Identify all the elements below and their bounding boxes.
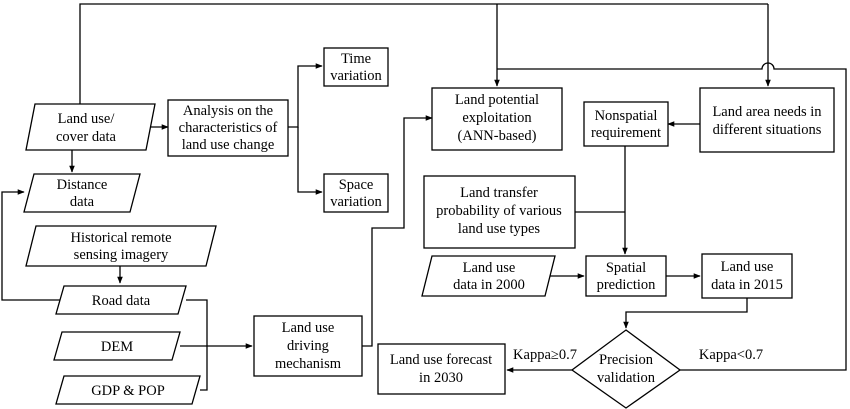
label-kappa-fail: Kappa<0.7 [699, 347, 763, 363]
node-transfer-probability: Land transfer probability of various lan… [423, 175, 576, 249]
edge-2015-to-validation [623, 298, 748, 329]
node-space-variation: Space variation [323, 173, 389, 213]
node-transfer-probability-line-1: Land transfer [460, 185, 538, 201]
node-driving-mechanism: Land use driving mechanism [253, 315, 363, 377]
node-nonspatial-requirement-line-1: Nonspatial [595, 108, 658, 124]
node-driving-mechanism-line-3: mechanism [275, 356, 342, 372]
node-forecast-2030: Land use forecast in 2030 [377, 343, 506, 395]
node-transfer-probability-line-2: probability of various [436, 203, 562, 219]
node-time-variation: Time variation [323, 47, 389, 87]
node-nonspatial-requirement-line-2: requirement [591, 125, 661, 141]
node-gdp-pop: GDP & POP [55, 375, 201, 405]
node-time-variation-line-2: variation [330, 68, 382, 84]
node-land-area-needs-line-2: different situations [713, 122, 822, 138]
node-spatial-prediction-line-2: prediction [597, 277, 657, 293]
node-analysis-line-3: land use change [182, 137, 275, 153]
node-historical-remote-sensing-line-2: sensing imagery [74, 247, 169, 263]
node-data-2000-line-2: data in 2000 [453, 277, 525, 293]
edge-driving-to-potential [362, 115, 433, 347]
node-potential-exploitation-line-1: Land potential [455, 92, 539, 108]
node-dem: DEM [53, 331, 181, 361]
node-land-area-needs-line-1: Land area needs in [712, 104, 822, 120]
node-road-data-line-1: Road data [92, 293, 151, 309]
node-analysis-line-2: characteristics of [179, 120, 278, 136]
edges [1, 3, 847, 391]
node-land-area-needs: Land area needs in different situations [699, 87, 835, 153]
node-data-2000-line-1: Land use [463, 260, 516, 276]
node-data-2015-line-1: Land use [721, 259, 774, 275]
edge-road-gdp-bracket [186, 299, 208, 391]
node-spatial-prediction: Spatial prediction [585, 255, 667, 297]
node-nonspatial-requirement: Nonspatial requirement [583, 101, 669, 147]
node-dem-line-1: DEM [101, 339, 133, 355]
edge-analysis-to-time [288, 63, 323, 128]
label-kappa-pass: Kappa≥0.7 [513, 347, 577, 363]
node-land-use-cover-data: Land use/ cover data [25, 103, 156, 151]
node-precision-validation-line-1: Precision [599, 352, 654, 368]
node-analysis-line-1: Analysis on the [183, 103, 273, 119]
node-land-use-cover-data-line-1: Land use/ [58, 111, 116, 127]
node-precision-validation: Precision validation [570, 329, 682, 409]
node-distance-data-line-2: data [70, 194, 95, 210]
node-space-variation-line-2: variation [330, 194, 382, 210]
node-potential-exploitation-line-3: (ANN-based) [458, 128, 537, 144]
node-road-data: Road data [55, 285, 187, 315]
node-space-variation-line-1: Space [339, 177, 374, 193]
node-transfer-probability-line-3: land use types [458, 221, 541, 237]
edge-analysis-to-space [297, 127, 323, 195]
node-forecast-2030-line-1: Land use forecast [390, 352, 492, 368]
node-analysis: Analysis on the characteristics of land … [167, 99, 289, 157]
node-historical-remote-sensing: Historical remote sensing imagery [25, 225, 217, 267]
node-data-2015-line-2: data in 2015 [711, 277, 783, 293]
node-forecast-2030-line-2: in 2030 [419, 370, 463, 386]
edge-cover-to-top-line [79, 3, 768, 104]
node-data-2015: Land use data in 2015 [701, 253, 793, 299]
node-potential-exploitation-line-2: exploitation [462, 110, 532, 126]
node-potential-exploitation: Land potential exploitation (ANN-based) [431, 87, 563, 151]
node-distance-data-line-1: Distance [57, 177, 108, 193]
node-precision-validation-line-2: validation [597, 370, 656, 386]
node-historical-remote-sensing-line-1: Historical remote [70, 230, 171, 246]
node-spatial-prediction-line-1: Spatial [606, 260, 646, 276]
node-time-variation-line-1: Time [341, 51, 371, 67]
node-data-2000: Land use data in 2000 [421, 255, 556, 297]
edge-road-to-distance [1, 189, 62, 301]
node-distance-data: Distance data [23, 173, 141, 213]
node-gdp-pop-line-1: GDP & POP [91, 383, 165, 399]
node-driving-mechanism-line-1: Land use [282, 320, 335, 336]
node-driving-mechanism-line-2: driving [287, 338, 329, 354]
edge-validation-fail-loop [497, 62, 847, 371]
node-land-use-cover-data-line-2: cover data [56, 129, 117, 145]
